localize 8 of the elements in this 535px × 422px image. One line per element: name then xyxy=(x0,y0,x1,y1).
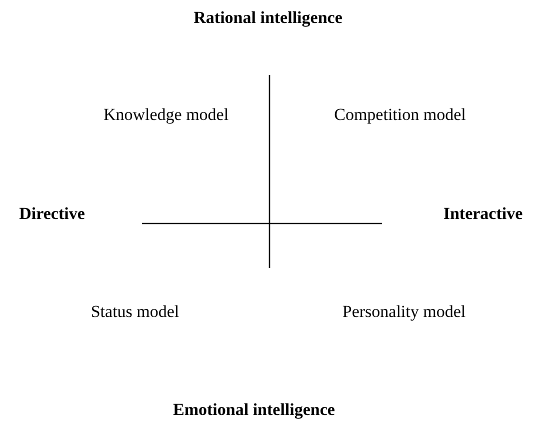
axis-label: Interactive xyxy=(443,204,523,224)
axis-label: Rational intelligence xyxy=(194,8,342,28)
axis-label: Emotional intelligence xyxy=(173,400,335,420)
quadrant-label: Knowledge model xyxy=(103,105,229,125)
quadrant-label: Personality model xyxy=(342,302,466,322)
axis-label: Directive xyxy=(19,204,85,224)
quadrant-label: Competition model xyxy=(334,105,466,125)
quadrant-label: Status model xyxy=(90,302,180,322)
